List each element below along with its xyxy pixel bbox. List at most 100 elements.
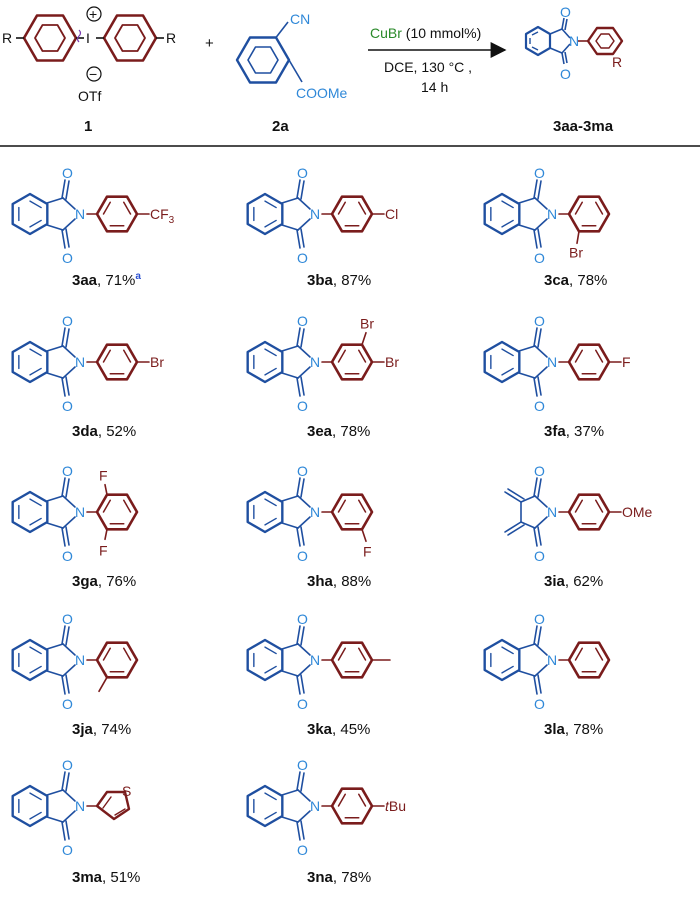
benzo-ring — [11, 490, 49, 534]
compound-yield: , 74% — [93, 721, 131, 738]
aryl-substituent: Cl — [385, 206, 398, 222]
compound-yield: , 45% — [332, 721, 370, 738]
triflate-label: OTf — [78, 88, 101, 104]
substituent-text: Cl — [385, 206, 398, 222]
imide-nitrogen: N — [547, 206, 557, 222]
product-r-substituent: R — [612, 54, 622, 70]
carbonyl-oxygen-top: O — [534, 463, 545, 479]
conditions-line-2: 14 h — [421, 79, 448, 95]
compound-id: 3ea — [307, 423, 333, 440]
aryl-substituent: CF3 — [150, 206, 175, 226]
catalyst-loading: (10 mmol%) — [402, 25, 481, 41]
aryl-substituent-ortho-top: F — [99, 468, 108, 484]
reagent-1-label: 1 — [84, 118, 92, 135]
imide-nitrogen: N — [547, 652, 557, 668]
compound-label: 3ja, 74% — [72, 721, 131, 738]
anion-symbol: − — [89, 66, 97, 82]
anion-charge-icon — [86, 66, 102, 82]
compound-label: 3ea, 78% — [307, 423, 370, 440]
oxygen-bottom: O — [560, 66, 571, 82]
compound-id: 3ca — [544, 272, 570, 289]
aryl-substituent: OMe — [622, 504, 653, 520]
aryl-ring — [95, 641, 139, 679]
compound-yield: , 62% — [565, 573, 603, 590]
substituent-text: Bu — [389, 798, 406, 814]
compound-yield: , 37% — [566, 423, 604, 440]
carbonyl-oxygen-top: O — [62, 463, 73, 479]
compound-yield: , 78% — [333, 869, 371, 886]
compound-id: 3ba — [307, 272, 334, 289]
imide-nitrogen: N — [75, 354, 85, 370]
compound-label: 3ia, 62% — [544, 573, 603, 590]
cation-charge-icon — [86, 6, 102, 22]
r-substituent-left: R — [2, 30, 12, 46]
carbonyl-oxygen-bottom: O — [297, 696, 308, 712]
imide-nitrogen: N — [310, 504, 320, 520]
oxygen-top: O — [560, 4, 571, 20]
r-substituent-right: R — [166, 30, 176, 46]
carbonyl-oxygen-bottom: O — [534, 696, 545, 712]
aryl-ring — [95, 343, 139, 381]
compound-id: 3ja — [72, 721, 94, 738]
iodine-atom: I — [86, 30, 90, 46]
benzo-ring — [11, 784, 49, 828]
carbonyl-oxygen-top: O — [297, 313, 308, 329]
nitrogen-atom: N — [569, 33, 579, 49]
compound-yield: , 76% — [98, 573, 136, 590]
cation-symbol: + — [89, 6, 97, 22]
aryl-substituent: F — [622, 354, 631, 370]
compound-label: 3ga, 76% — [72, 573, 136, 590]
nitrile-group: CN — [290, 11, 310, 27]
carbonyl-oxygen-bottom: O — [534, 250, 545, 266]
imide-nitrogen: N — [547, 354, 557, 370]
benzo-ring — [246, 638, 284, 682]
carbonyl-oxygen-top: O — [62, 757, 73, 773]
carbonyl-oxygen-top: O — [62, 165, 73, 181]
carbonyl-oxygen-top: O — [62, 313, 73, 329]
compound-yield: , 51% — [102, 869, 140, 886]
cf-subscript: 3 — [169, 215, 175, 226]
compound-label: 3ka, 45% — [307, 721, 370, 738]
aryl-ring — [567, 641, 611, 679]
compound-label: 3aa, 71%a — [72, 271, 141, 289]
carbonyl-oxygen-top: O — [297, 757, 308, 773]
footnote-marker: a — [135, 271, 141, 282]
compound-yield: , 52% — [98, 423, 136, 440]
benzo-ring — [11, 638, 49, 682]
benzo-ring — [246, 340, 284, 384]
carbonyl-oxygen-top: O — [534, 165, 545, 181]
carbonyl-oxygen-bottom: O — [62, 548, 73, 564]
aryl-substituent: tBu — [385, 798, 406, 814]
product-header-structure: O O N R — [524, 4, 624, 82]
compound-label: 3ma, 51% — [72, 869, 140, 886]
conditions-line-1: DCE, 130 °C , — [384, 59, 472, 75]
compound-id: 3fa — [544, 423, 566, 440]
carbonyl-oxygen-bottom: O — [534, 548, 545, 564]
compound-label: 3na, 78% — [307, 869, 371, 886]
compound-label: 3da, 52% — [72, 423, 136, 440]
reagent-2a-label: 2a — [272, 118, 289, 135]
ester-group: COOMe — [296, 85, 348, 101]
compound-id: 3ha — [307, 573, 334, 590]
compound-label: 3ba, 87% — [307, 272, 371, 289]
imide-nitrogen: N — [547, 504, 557, 520]
carbonyl-oxygen-bottom: O — [62, 696, 73, 712]
tert-prefix: t — [385, 798, 390, 814]
compound-id: 3aa — [72, 272, 98, 289]
benzo-ring — [246, 490, 284, 534]
imide-nitrogen: N — [310, 354, 320, 370]
carbonyl-oxygen-bottom: O — [62, 250, 73, 266]
aryl-substituent-meta: F — [363, 543, 372, 559]
aryl-ring — [95, 195, 139, 233]
aryl-ring — [330, 787, 374, 825]
carbonyl-oxygen-bottom: O — [62, 842, 73, 858]
benzo-ring — [11, 192, 49, 236]
